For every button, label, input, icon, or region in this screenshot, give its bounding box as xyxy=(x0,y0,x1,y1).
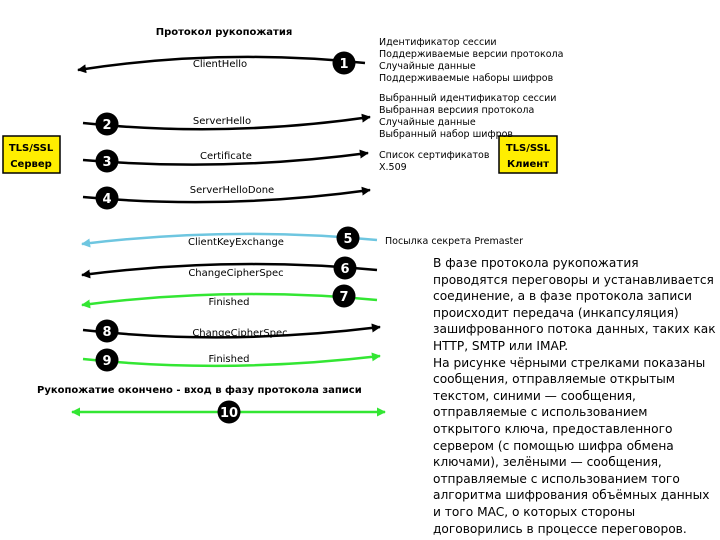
server-hello-notes: Выбранный идентификатор сессии Выбранная… xyxy=(379,93,556,140)
step-markers: 1 2 3 4 5 6 7 8 9 10 xyxy=(95,51,360,424)
server-box-line1: TLS/SSL xyxy=(9,143,54,154)
label-5: ClientKeyExchange xyxy=(188,237,284,248)
note-line: Случайные данные xyxy=(379,117,476,128)
step-marker-7: 7 xyxy=(332,284,356,308)
svg-text:5: 5 xyxy=(343,232,352,247)
label-9: Finished xyxy=(209,354,250,365)
svg-text:9: 9 xyxy=(102,354,111,369)
key-exchange-note: Посылка секрета Premaster xyxy=(385,236,523,247)
description-panel: В фазе протокола рукопожатия проводятся … xyxy=(433,255,717,537)
label-6: ChangeCipherSpec xyxy=(188,268,283,279)
certificate-notes: Список сертификатов X.509 xyxy=(379,150,490,173)
note-line: X.509 xyxy=(379,162,407,173)
note-line: Поддерживаемые наборы шифров xyxy=(379,73,554,84)
client-box-line2: Клиент xyxy=(507,159,549,170)
svg-text:4: 4 xyxy=(102,192,111,207)
client-box: TLS/SSL Клиент xyxy=(498,135,558,174)
note-line: Список сертификатов xyxy=(379,150,490,161)
arrow-2-server-hello xyxy=(82,113,371,131)
note-line: Случайные данные xyxy=(379,61,476,72)
step-marker-9: 9 xyxy=(95,348,119,372)
server-box-line2: Сервер xyxy=(10,159,52,170)
label-8: ChangeCipherSpec xyxy=(192,328,287,339)
description-paragraph-1: В фазе протокола рукопожатия проводятся … xyxy=(433,256,716,353)
arrow-9-finished xyxy=(82,352,381,368)
label-4: ServerHelloDone xyxy=(190,185,274,196)
server-box: TLS/SSL Сервер xyxy=(2,135,61,174)
client-box-line1: TLS/SSL xyxy=(506,143,551,154)
note-line: Выбранный идентификатор сессии xyxy=(379,93,556,104)
step-marker-1: 1 xyxy=(332,51,356,75)
svg-text:10: 10 xyxy=(220,406,238,421)
arrow-1-client-hello xyxy=(77,55,366,74)
message-labels: ClientHello ServerHello Certificate Serv… xyxy=(188,59,288,365)
svg-text:2: 2 xyxy=(102,118,111,133)
svg-text:3: 3 xyxy=(102,155,111,170)
note-line: Выбранная версиия протокола xyxy=(379,105,534,116)
svg-text:1: 1 xyxy=(339,57,348,72)
svg-text:6: 6 xyxy=(340,262,349,277)
svg-text:7: 7 xyxy=(339,290,348,305)
label-3: Certificate xyxy=(200,151,252,162)
record-phase-label: Рукопожатие окончено - вход в фазу прото… xyxy=(37,384,362,396)
note-line: Выбранный набор шифров xyxy=(379,129,513,140)
step-marker-4: 4 xyxy=(95,186,119,210)
note-line: Поддерживаемые версии протокола xyxy=(379,49,563,60)
step-marker-8: 8 xyxy=(95,319,119,343)
label-2: ServerHello xyxy=(193,116,251,127)
arrow-3-certificate xyxy=(82,149,369,166)
diagram-title: Протокол рукопожатия xyxy=(156,27,293,38)
client-hello-notes: Идентификатор сессии Поддерживаемые верс… xyxy=(379,37,563,84)
step-marker-2: 2 xyxy=(95,112,119,136)
arrow-8-change-cipher-spec xyxy=(82,323,381,339)
svg-text:8: 8 xyxy=(102,325,111,340)
step-marker-6: 6 xyxy=(333,256,357,280)
note-line: Идентификатор сессии xyxy=(379,37,497,48)
label-1: ClientHello xyxy=(193,59,247,70)
label-7: Finished xyxy=(209,297,250,308)
step-marker-10: 10 xyxy=(217,400,241,424)
description-paragraph-2: На рисунке чёрными стрелками показаны со… xyxy=(433,355,710,536)
arrow-4-server-hello-done xyxy=(82,186,371,204)
step-marker-5: 5 xyxy=(336,226,360,250)
step-marker-3: 3 xyxy=(95,149,119,173)
